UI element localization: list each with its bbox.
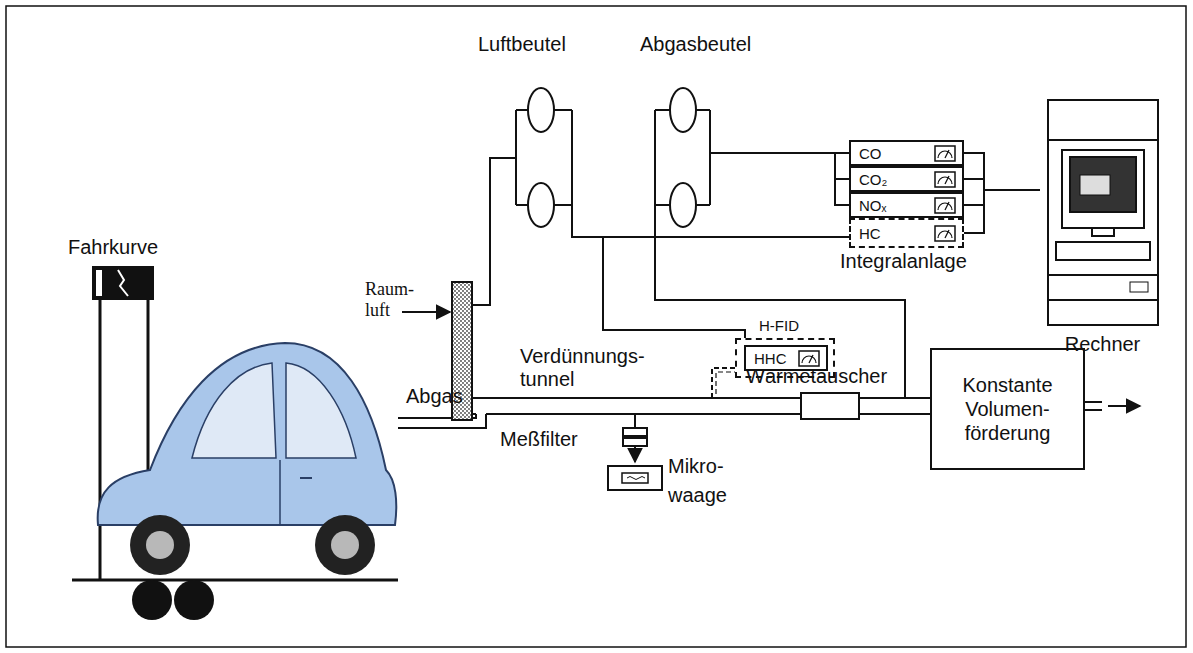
- analyzer-box: HC: [849, 218, 964, 248]
- part-heading: Mikro- waage: [668, 452, 727, 510]
- analyzer-box: CO₂: [849, 166, 964, 192]
- pump-label: Konstante Volumen- förderung: [962, 373, 1052, 445]
- group-heading: H-FID: [759, 317, 799, 334]
- analyzer-box: CO: [849, 140, 964, 166]
- analyzer-box: NOₓ: [849, 192, 964, 218]
- part-label: Luftbeutel: [478, 33, 566, 56]
- part-heading: Wärmetauscher: [746, 365, 887, 388]
- connector: [964, 190, 1040, 205]
- connector: [964, 153, 1040, 190]
- part-label: Abgas: [406, 385, 463, 408]
- part-label: Raum- luft: [365, 279, 414, 321]
- analyzer-label: CO: [859, 145, 882, 162]
- part-label: Meßfilter: [500, 428, 578, 451]
- scale-box: Mikro- waage: [604, 452, 754, 512]
- connector: [964, 179, 1040, 190]
- meter-symbol: [798, 350, 820, 367]
- meter-symbol: [934, 197, 956, 214]
- heat-exchanger-box: Wärmetauscher: [800, 392, 860, 420]
- analyzer-label: NOₓ: [859, 197, 886, 214]
- connector: [860, 406, 930, 407]
- analyzer-label: CO₂: [859, 171, 887, 188]
- analyzer-label: HC: [859, 225, 881, 242]
- part-label: Verdünnungs- tunnel: [520, 345, 645, 391]
- meter-symbol: [934, 145, 956, 162]
- computer: Rechner: [1040, 95, 1165, 360]
- part-label: Abgasbeutel: [640, 33, 751, 56]
- meter-symbol: [934, 225, 956, 242]
- meter-symbol: [934, 171, 956, 188]
- part-label: Integralanlage: [840, 250, 967, 273]
- pump-box: Konstante Volumen- förderung: [930, 348, 1085, 470]
- analyzer-label: HHC: [754, 350, 787, 367]
- part-heading: Rechner: [1040, 333, 1165, 356]
- connector: [964, 190, 1040, 233]
- part-label: Fahrkurve: [68, 236, 158, 259]
